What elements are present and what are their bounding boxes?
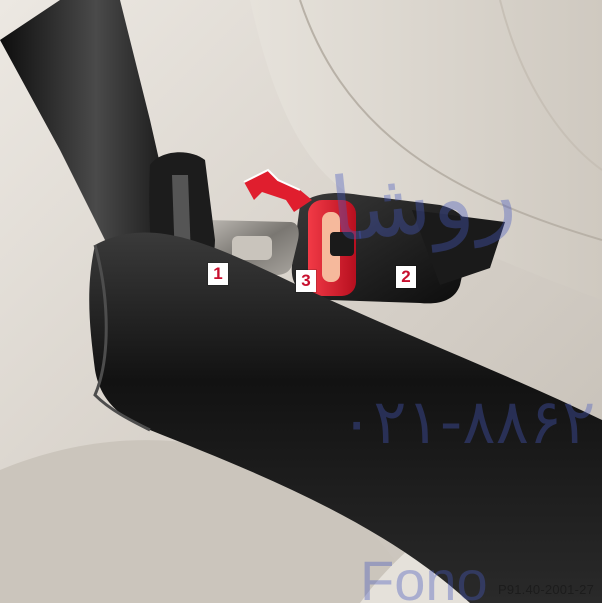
latch-tongue-window bbox=[232, 236, 272, 260]
watermark-text-1: روشا bbox=[325, 141, 520, 263]
callout-2: 2 bbox=[396, 266, 416, 288]
figure-reference-code: P91.40-2001-27 bbox=[498, 582, 594, 597]
callout-3: 3 bbox=[296, 270, 316, 292]
callout-1: 1 bbox=[208, 263, 228, 285]
watermark-text-2: ۰۲۱-۸۸۶۲ bbox=[340, 385, 595, 458]
watermark-text-3: Fono bbox=[360, 548, 488, 603]
